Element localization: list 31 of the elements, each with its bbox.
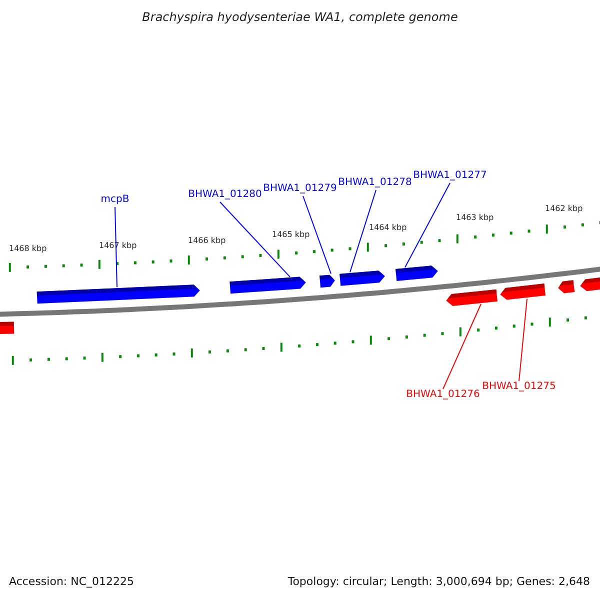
- gene-bar: [557, 280, 575, 294]
- gene-bar: [340, 270, 386, 286]
- gene-bar: [230, 276, 306, 294]
- scale-label: 1462 kbp: [545, 204, 583, 214]
- footer-text: Accession: NC_012225: [9, 575, 134, 588]
- gene-bar: [396, 265, 438, 282]
- gene-label: BHWA1_01277: [413, 170, 487, 182]
- gene-bar: [36, 284, 200, 304]
- gene-bar: [320, 274, 336, 288]
- leader-line: [220, 202, 290, 278]
- leader-line: [350, 190, 376, 273]
- leader-line: [114, 206, 118, 288]
- gene-label: BHWA1_01278: [338, 177, 412, 189]
- leader-line: [518, 298, 528, 382]
- scale-label: 1466 kbp: [188, 236, 226, 246]
- gene-label: mcpB: [100, 194, 130, 206]
- gene-label: BHWA1_01279: [263, 183, 337, 195]
- scale-label: 1468 kbp: [9, 244, 47, 254]
- scale-label: 1465 kbp: [272, 230, 310, 240]
- title: Brachyspira hyodysenteriae WA1, complete genome: [141, 10, 459, 24]
- scale-label: 1464 kbp: [369, 223, 407, 233]
- leader-line: [404, 182, 450, 268]
- gene-label: BHWA1_01276: [406, 389, 480, 401]
- footer-text: Topology: circular; Length: 3,000,694 bp; Genes: 2,648: [288, 575, 590, 588]
- gene-label: BHWA1_01280: [188, 189, 262, 201]
- gene-bar: [446, 289, 498, 306]
- gene-label: BHWA1_01275: [482, 381, 556, 393]
- leader-line: [442, 303, 482, 390]
- scale-label: 1463 kbp: [456, 213, 494, 223]
- gene-bar: [499, 284, 546, 301]
- leader-line: [302, 196, 332, 274]
